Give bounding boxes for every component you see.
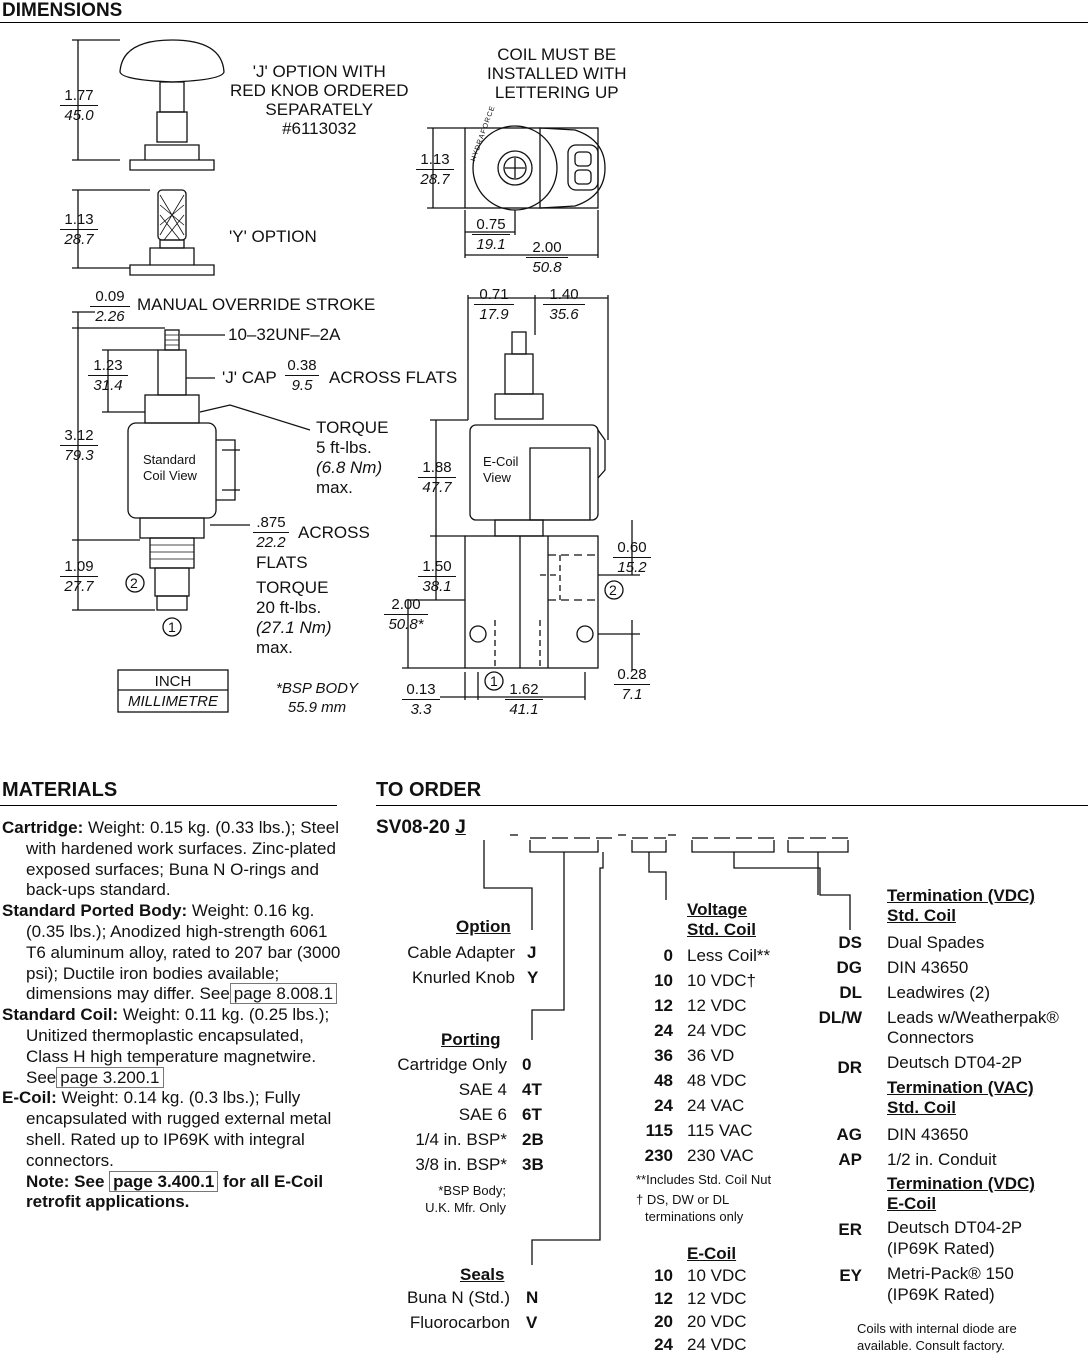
cartridge-material: Cartridge: Weight: 0.15 kg. (0.33 lbs.);… <box>2 818 340 900</box>
materials-divider <box>0 805 337 806</box>
page-link-3-200-1[interactable]: page 3.200.1 <box>56 1066 164 1088</box>
red-knob-shape <box>119 39 225 83</box>
to-order-heading: TO ORDER <box>376 779 482 801</box>
termination-ecoil-title: Termination (VDC)E-Coil <box>887 1174 1035 1213</box>
port-1-label-body: 1 <box>490 673 498 689</box>
dimension-drawing <box>72 39 640 713</box>
termination-ecoil-code-ey: EY <box>839 1266 862 1285</box>
flats-label: FLATS <box>256 553 308 572</box>
termination-ecoil-label-ey: Metri-Pack® 150(IP69K Rated) <box>887 1264 1014 1304</box>
model-code: SV08-20 J <box>376 817 466 838</box>
seals-title: Seals <box>460 1265 505 1284</box>
across-label: ACROSS <box>298 523 370 542</box>
termination-vdc-title: Termination (VDC)Std. Coil <box>887 886 1035 925</box>
j-cap-label: 'J' CAP <box>222 368 277 387</box>
order-code-tree <box>483 834 851 1265</box>
coil-material: Standard Coil: Weight: 0.11 kg. (0.25 lb… <box>2 1005 330 1088</box>
body-material: Standard Ported Body: Weight: 0.16 kg. (… <box>2 901 341 1005</box>
option-title: Option <box>456 917 511 936</box>
port-2-label: 2 <box>130 575 138 591</box>
port-2-label-body: 2 <box>609 582 617 598</box>
ecoil-title: E-Coil <box>687 1244 737 1263</box>
bsp-porting-note: *BSP Body;U.K. Mfr. Only <box>425 1183 506 1215</box>
seals-labels: Buna N (Std.)Fluorocarbon <box>407 1288 510 1332</box>
y-option-label: 'Y' OPTION <box>229 227 317 246</box>
ecoil-retrofit-note: Note: See page 3.400.1 for all E-Coil re… <box>26 1170 324 1212</box>
divider <box>0 22 1088 23</box>
thread-label: 10–32UNF–2A <box>228 325 341 344</box>
dimensions-heading: DIMENSIONS <box>2 0 123 21</box>
ecoil-material: E-Coil: Weight: 0.14 kg. (0.3 lbs.); Ful… <box>2 1088 332 1170</box>
less-coil-note: **Includes Std. Coil Nut <box>636 1172 772 1187</box>
termination-ecoil-label-er: Deutsch DT04-2P(IP69K Rated) <box>887 1218 1023 1258</box>
port-1-label: 1 <box>168 619 176 635</box>
to-order-divider <box>376 805 1088 806</box>
page-link-8-008-1[interactable]: page 8.008.1 <box>229 983 338 1005</box>
page-link-3-400-1[interactable]: page 3.400.1 <box>109 1170 219 1192</box>
materials-text: Cartridge: Weight: 0.15 kg. (0.33 lbs.);… <box>2 818 347 1213</box>
termination-ecoil-code-er: ER <box>838 1220 862 1239</box>
materials-heading: MATERIALS <box>2 779 118 801</box>
porting-title: Porting <box>441 1030 501 1049</box>
across-flats-label: ACROSS FLATS <box>329 368 458 387</box>
manual-override-label: MANUAL OVERRIDE STROKE <box>137 295 376 314</box>
termination-vac-title: Termination (VAC)Std. Coil <box>887 1078 1034 1117</box>
